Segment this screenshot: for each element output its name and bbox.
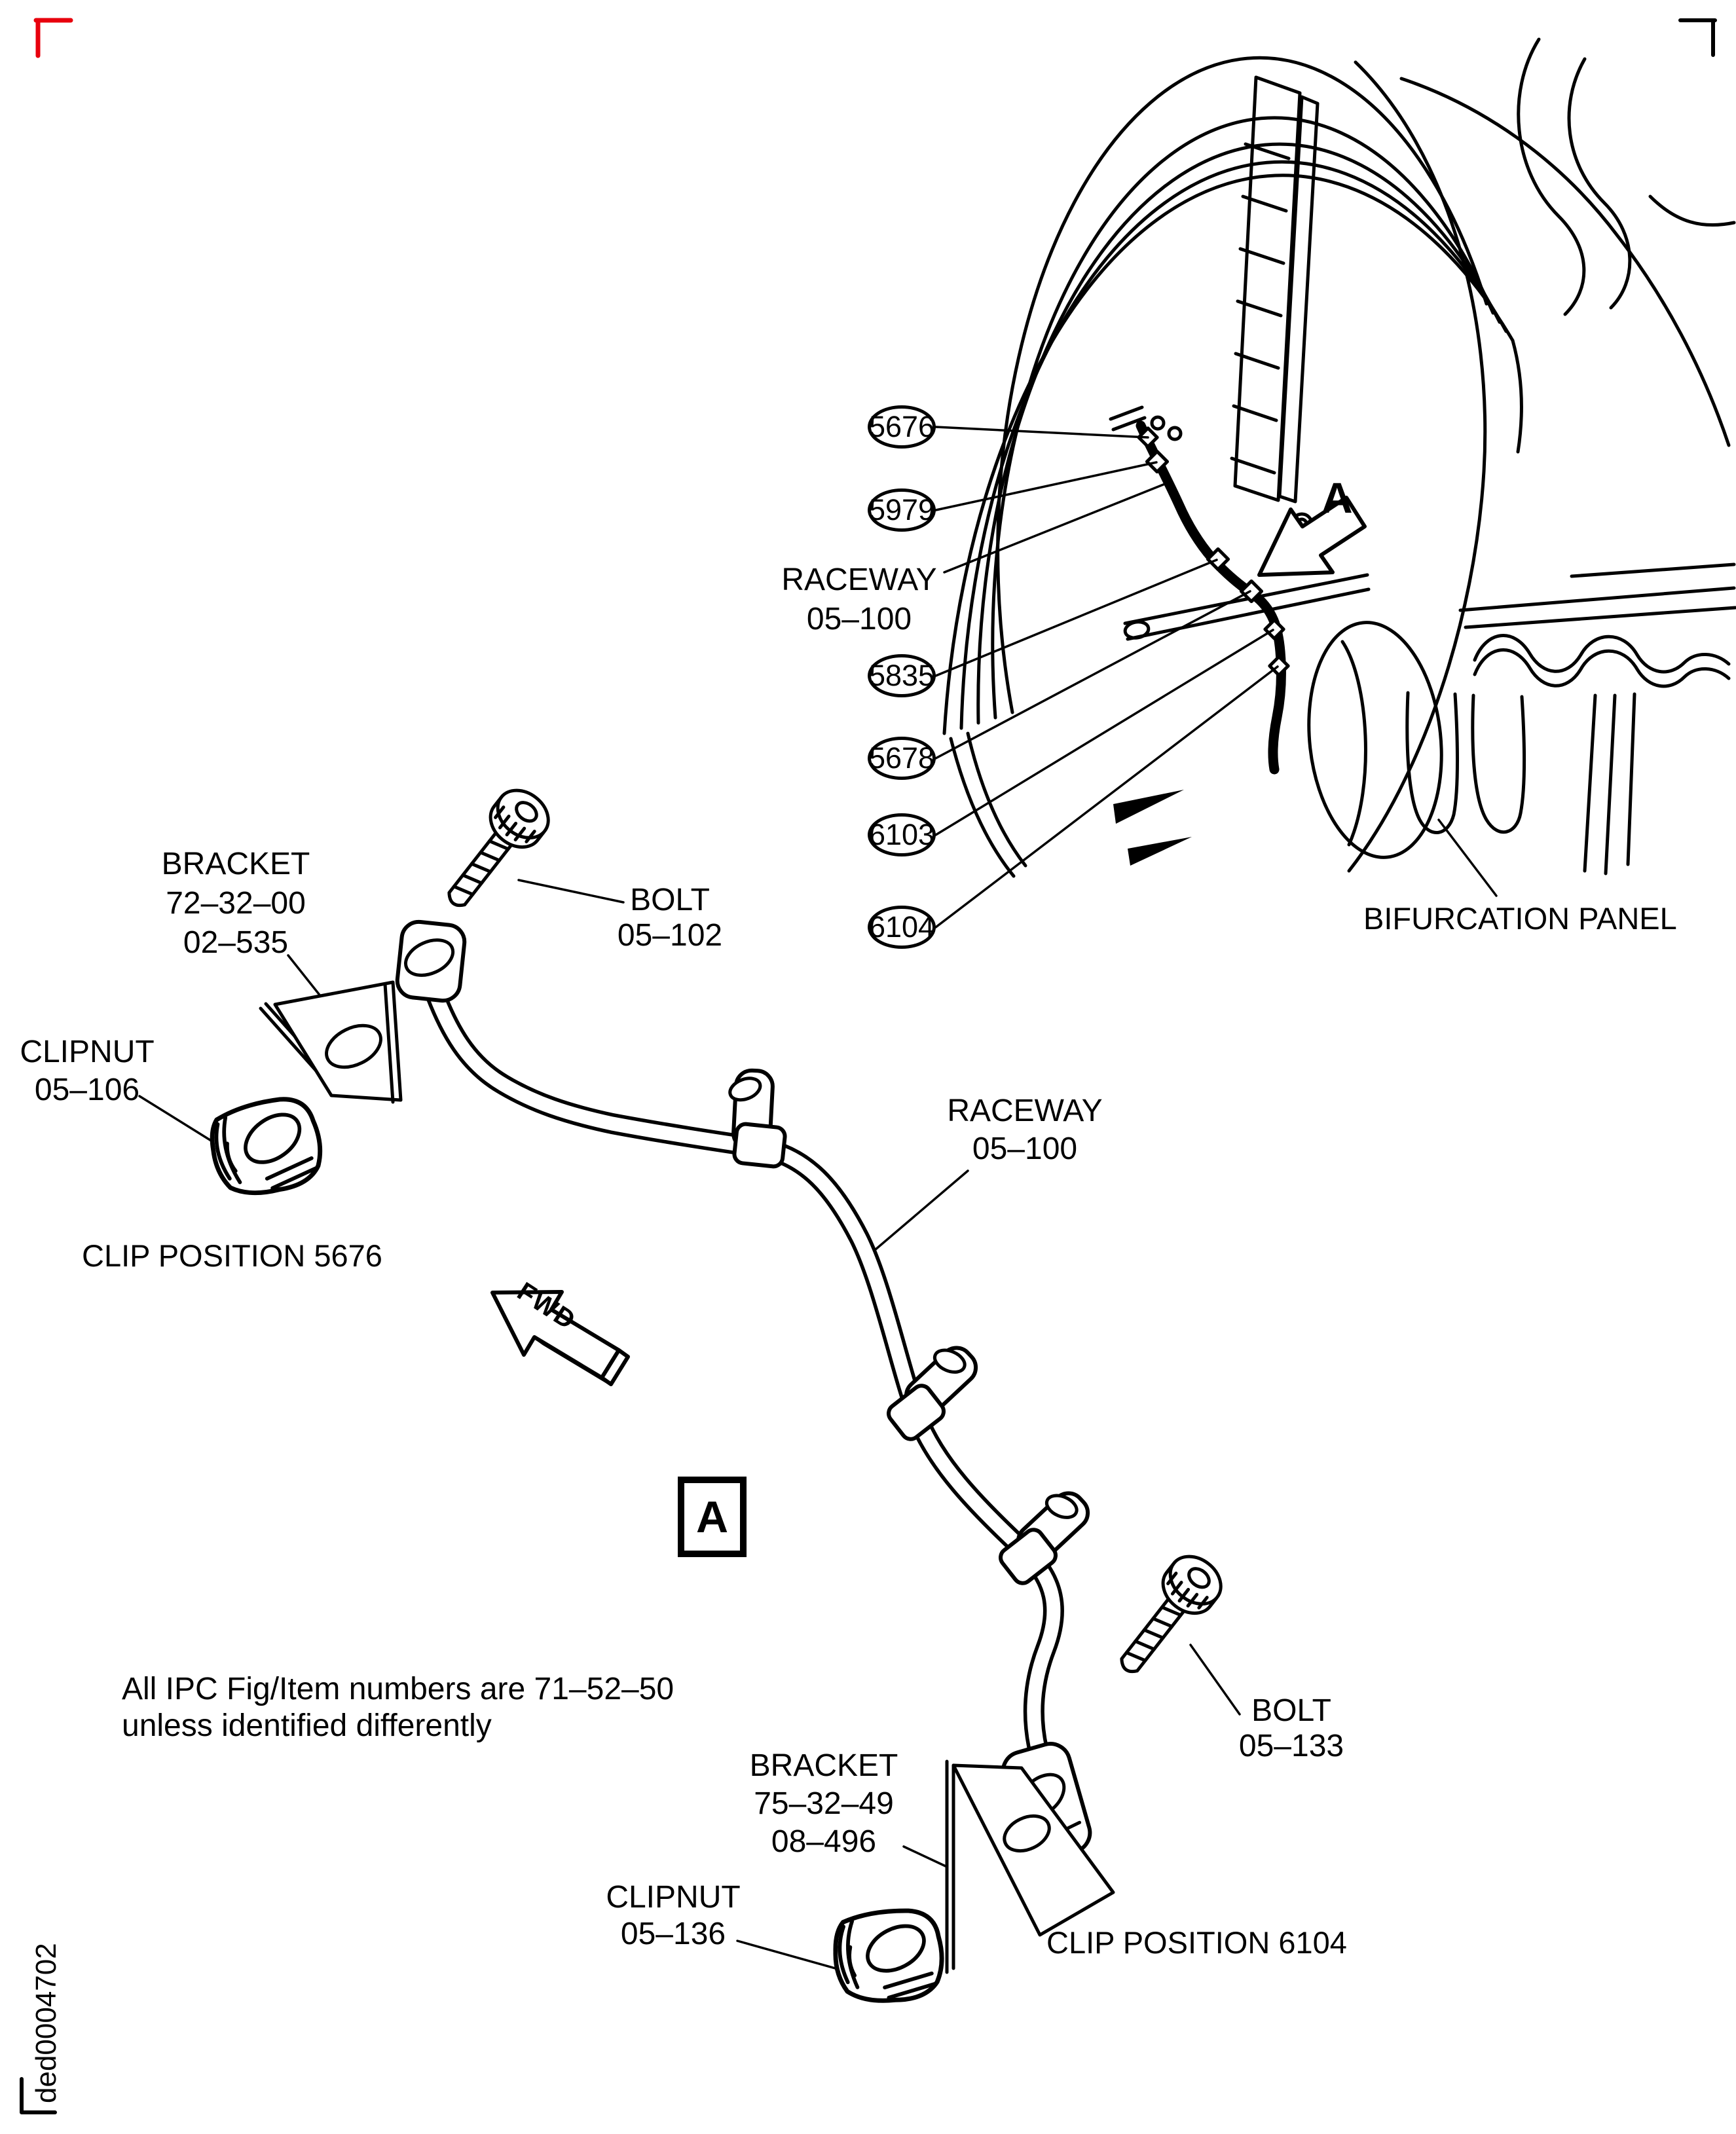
clipnut-top-drawing <box>204 1091 329 1203</box>
corner-mark-top-right-icon <box>1678 18 1717 57</box>
bracket-bottom-drawing <box>945 1759 1115 1974</box>
detail-view-illustration <box>204 781 1230 2006</box>
fan-slat <box>1230 75 1320 504</box>
clip-position-bottom-label: CLIP POSITION 6104 <box>1046 1925 1347 1960</box>
leader-lines <box>138 426 1498 1972</box>
bifurcation-panel <box>1405 691 1526 834</box>
detail-a-box: A <box>678 1477 747 1557</box>
clip-square-5678 <box>1239 579 1264 604</box>
clip-position-top-label: CLIP POSITION 5676 <box>82 1238 382 1273</box>
detail-a-box-label: A <box>695 1492 729 1542</box>
corner-mark-top-left-icon <box>33 18 73 58</box>
callout-5678: 5678 <box>868 737 936 780</box>
callout-5835: 5835 <box>868 654 936 697</box>
core-inlet <box>1307 621 1443 859</box>
fwd-arrow-icon <box>490 1290 630 1386</box>
engine-illustration <box>942 37 1736 878</box>
nacelle-edge <box>1347 60 1487 873</box>
clip-square-6104 <box>1268 655 1290 677</box>
strut <box>1123 573 1371 641</box>
clip-square-5835 <box>1206 547 1230 572</box>
callout-5979: 5979 <box>868 488 936 532</box>
detail-a-arrow-label: A <box>1321 473 1353 522</box>
fan-blade <box>1128 837 1192 866</box>
clip-square-6103 <box>1263 618 1285 640</box>
pylon-panel <box>1458 562 1736 629</box>
bracket-top-drawing <box>259 980 403 1104</box>
detail-a-arrow-icon <box>1257 496 1367 577</box>
raceway-installed <box>1136 420 1286 775</box>
callout-5676: 5676 <box>868 405 936 449</box>
clipnut-bottom-drawing <box>831 1906 946 2006</box>
document-code: ded0004702 <box>30 1943 62 2103</box>
callout-6104: 6104 <box>868 906 936 949</box>
bolt-bottom-drawing <box>1104 1547 1230 1686</box>
callout-6103: 6103 <box>868 813 936 856</box>
bifurcation-panel-label: BIFURCATION PANEL <box>1363 901 1677 936</box>
corner-mark-bottom-left-icon <box>20 2077 57 2114</box>
bolt-top-drawing <box>432 781 557 920</box>
pylon-tube <box>1473 634 1731 674</box>
fan-blade <box>1113 790 1184 824</box>
